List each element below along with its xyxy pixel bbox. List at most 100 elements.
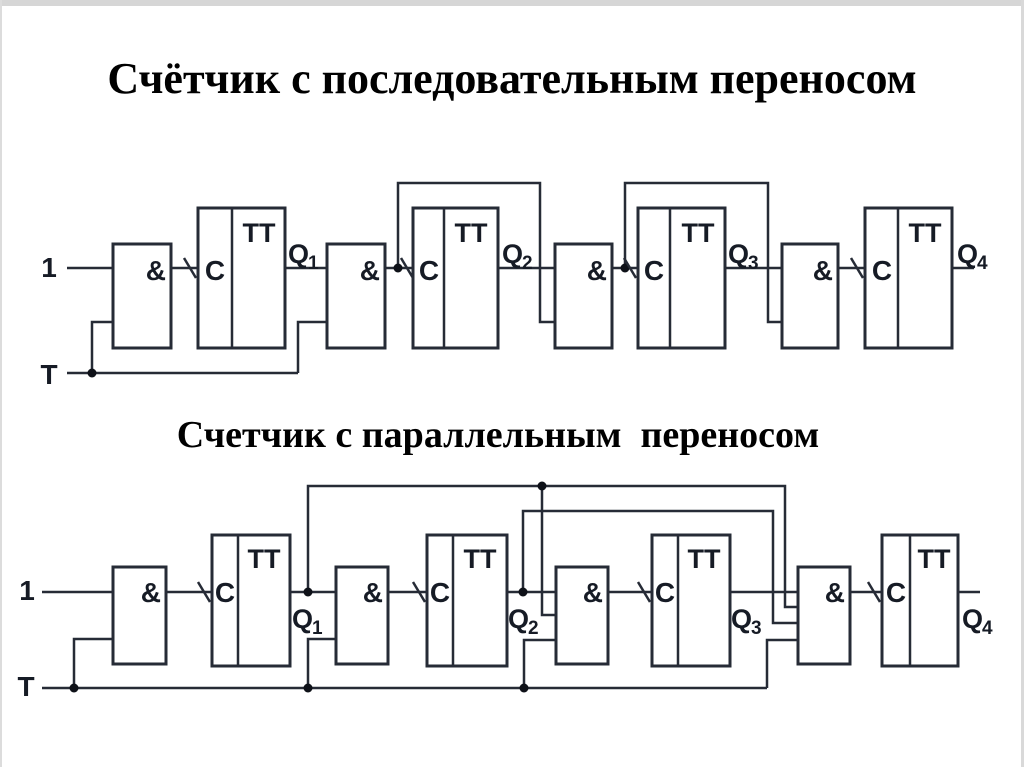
wire-t-to-and1 — [72, 637, 113, 688]
serial-flip-flop-1: C TT — [196, 206, 287, 350]
serial-and-gate-2: & — [325, 242, 387, 350]
input-label-one: 1 — [19, 575, 35, 606]
serial-and-gate-4: & — [780, 242, 840, 350]
edge-trigger-slash-icon — [849, 257, 865, 279]
q-subscript: 4 — [982, 618, 993, 639]
edge-trigger-slash-icon — [399, 257, 415, 279]
and-gate-label: & — [146, 255, 166, 286]
flip-flop-box — [880, 533, 960, 668]
clock-input-label: C — [215, 577, 235, 608]
flip-flop-label: TT — [918, 544, 951, 574]
flip-flop-label: TT — [464, 544, 497, 574]
parallel-flip-flop-2: C TT — [425, 533, 509, 668]
and-gate-box — [780, 242, 840, 350]
q-base: Q — [292, 604, 313, 634]
and-gate-box — [334, 565, 390, 666]
input-label-t: T — [40, 359, 57, 390]
flip-flop-box — [196, 206, 287, 350]
junction-dot — [537, 481, 547, 491]
q-subscript: 2 — [522, 253, 533, 274]
junction-dot — [303, 683, 313, 693]
flip-flop-box — [650, 533, 732, 668]
edge-trigger-slash-icon — [636, 581, 652, 603]
output-label-q2: Q 2 — [508, 604, 539, 639]
flip-flop-label: TT — [243, 218, 276, 248]
output-label-q3: Q 3 — [728, 239, 759, 274]
and-gate-box — [111, 565, 168, 666]
flip-flop-box — [411, 206, 500, 350]
junction-dot — [518, 587, 528, 597]
edge-trigger-slash-icon — [182, 257, 198, 279]
slide-left-edge — [0, 0, 2, 767]
clock-input-label: C — [430, 577, 450, 608]
q-subscript: 1 — [312, 618, 323, 639]
and-gate-label: & — [363, 577, 383, 608]
and-gate-box — [325, 242, 387, 350]
clock-input-label: C — [419, 255, 439, 286]
wire-q2-feedback-to-and4 — [521, 509, 798, 625]
and-gate-label: & — [813, 255, 833, 286]
flip-flop-label: TT — [682, 218, 715, 248]
flip-flop-box — [210, 533, 292, 668]
parallel-flip-flop-4: C TT — [880, 533, 960, 668]
and-gate-label: & — [583, 577, 603, 608]
output-label-q1: Q 1 — [288, 239, 319, 274]
flip-flop-box — [425, 533, 509, 668]
output-label-q3: Q 3 — [731, 604, 762, 639]
wire-t-to-and2 — [306, 637, 336, 688]
parallel-and-gate-1: & — [111, 565, 168, 666]
flip-flop-label: TT — [455, 218, 488, 248]
q-base: Q — [962, 604, 983, 634]
q-base: Q — [502, 239, 523, 269]
serial-counter-title: Счётчик с последовательным переносом — [107, 54, 916, 103]
serial-flip-flop-4: C TT — [863, 206, 954, 350]
q-subscript: 3 — [748, 253, 759, 274]
flip-flop-label: TT — [688, 544, 721, 574]
q-base: Q — [731, 604, 752, 634]
junction-dot — [87, 368, 97, 378]
clock-input-label: C — [655, 577, 675, 608]
clock-input-label: C — [872, 255, 892, 286]
wire-t-to-and2 — [296, 320, 327, 373]
q-base: Q — [508, 604, 529, 634]
junction-dot — [69, 683, 79, 693]
and-gate-box — [554, 565, 610, 666]
wire-t-to-and4 — [765, 638, 798, 688]
wire-carry-and3-to-and4 — [623, 181, 782, 324]
flip-flop-label: TT — [909, 218, 942, 248]
parallel-and-gate-3: & — [554, 565, 610, 666]
serial-flip-flop-3: C TT — [636, 206, 727, 350]
junction-dot — [303, 587, 313, 597]
and-gate-box — [796, 565, 852, 666]
parallel-and-gate-2: & — [334, 565, 390, 666]
output-label-q4: Q 4 — [957, 239, 988, 274]
and-gate-label: & — [141, 577, 161, 608]
and-gate-box — [111, 242, 173, 350]
edge-trigger-slash-icon — [622, 257, 638, 279]
serial-flip-flop-2: C TT — [411, 206, 500, 350]
parallel-counter-diagram: Счетчик с параллельным переносом — [17, 414, 993, 702]
parallel-counter-title: Счетчик с параллельным переносом — [177, 414, 819, 456]
edge-trigger-slash-icon — [411, 581, 427, 603]
wire-carry-and2-to-and3 — [396, 181, 555, 324]
input-label-one: 1 — [41, 252, 57, 283]
serial-counter-diagram: Счётчик с последовательным переносом — [40, 54, 988, 390]
and-gate-box — [553, 242, 614, 350]
wire-t-to-and1 — [90, 320, 113, 373]
and-gate-label: & — [825, 577, 845, 608]
flip-flop-box — [636, 206, 727, 350]
flip-flop-label: TT — [248, 544, 281, 574]
edge-trigger-slash-icon — [866, 581, 882, 603]
q-base: Q — [288, 239, 309, 269]
parallel-flip-flop-1: C TT — [210, 533, 292, 668]
junction-dot — [519, 683, 529, 693]
parallel-flip-flop-3: C TT — [650, 533, 732, 668]
q-base: Q — [957, 239, 978, 269]
q-base: Q — [728, 239, 749, 269]
flip-flop-box — [863, 206, 954, 350]
and-gate-label: & — [587, 255, 607, 286]
output-label-q2: Q 2 — [502, 239, 533, 274]
parallel-and-gate-4: & — [796, 565, 852, 666]
